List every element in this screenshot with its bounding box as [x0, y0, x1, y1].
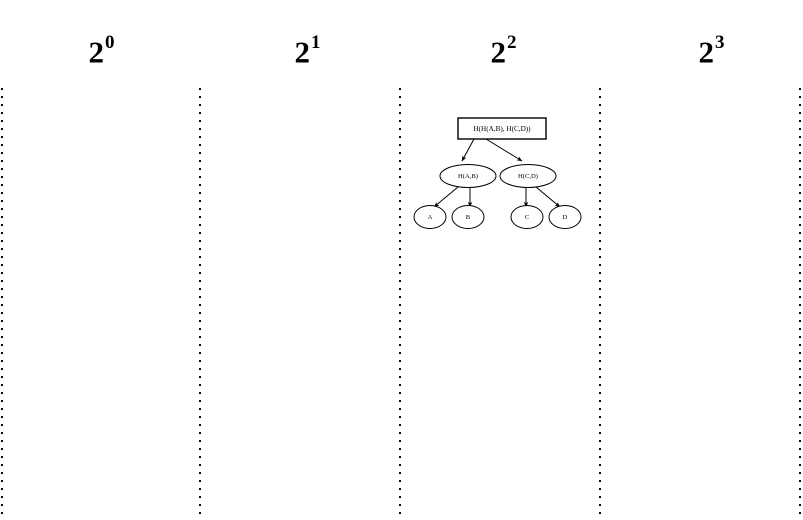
- axis-label-2-pow-0: 20: [88, 33, 115, 70]
- tree-node-root-label: H(H(A,B), H(C,D)): [473, 125, 531, 133]
- tree-node-b: B: [451, 205, 485, 229]
- tree-node-hab-label: H(A,B): [458, 173, 478, 180]
- column-divider-0: [1, 88, 3, 520]
- column-divider-1: [199, 88, 201, 520]
- column-divider-3: [599, 88, 601, 520]
- axis-label-exponent: 2: [507, 32, 517, 53]
- axis-label-base: 2: [698, 34, 715, 70]
- axis-label-2-pow-1: 21: [294, 33, 321, 70]
- column-divider-4: [799, 88, 801, 520]
- axis-label-base: 2: [88, 34, 105, 70]
- tree-node-hcd-label: H(C,D): [518, 173, 538, 180]
- tree-node-hcd: H(C,D): [499, 164, 557, 188]
- edge-hcd-to-d: [535, 186, 561, 208]
- axis-label-2-pow-2: 22: [490, 33, 517, 70]
- column-divider-2: [399, 88, 401, 520]
- tree-node-root: H(H(A,B), H(C,D)): [457, 117, 547, 140]
- axis-label-base: 2: [294, 34, 311, 70]
- axis-label-exponent: 0: [105, 32, 115, 53]
- edge-root-to-hcd: [485, 138, 523, 162]
- tree-node-d-label: D: [563, 214, 568, 221]
- axis-label-base: 2: [490, 34, 507, 70]
- tree-node-c: C: [510, 205, 544, 229]
- axis-label-exponent: 3: [715, 32, 725, 53]
- edge-hab-to-a: [433, 186, 459, 208]
- tree-node-c-label: C: [525, 214, 530, 221]
- edge-root-to-hab: [461, 138, 475, 162]
- tree-node-b-label: B: [466, 214, 471, 221]
- tree-node-a-label: A: [428, 214, 433, 221]
- tree-node-a: A: [413, 205, 447, 229]
- tree-node-hab: H(A,B): [439, 164, 497, 188]
- merkle-tree-diagram: H(H(A,B), H(C,D)) H(A,B) H(C,D) A B C D: [413, 117, 582, 229]
- axis-label-2-pow-3: 23: [698, 33, 725, 70]
- axis-label-exponent: 1: [311, 32, 321, 53]
- tree-node-d: D: [548, 205, 582, 229]
